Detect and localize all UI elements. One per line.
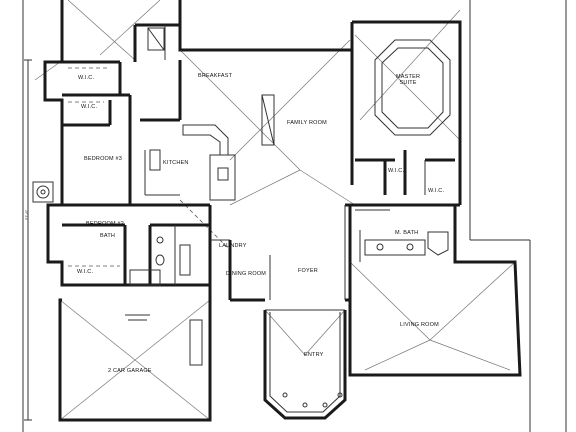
master-tray-ceiling [374,39,451,136]
closet-shelves [68,67,120,267]
shower [147,27,165,51]
label-living-room: LIVING ROOM [400,322,439,328]
label-master-suite: MASTER SUITE [396,74,421,86]
label-m-bath: M. BATH [395,230,419,236]
ac-unit [32,181,54,203]
label-bedroom-3: BEDROOM #3 [84,156,123,162]
label-wic-5: W.I.C. [77,269,94,275]
bath-fixtures [129,236,191,286]
label-dining-room: DINING ROOM [226,271,267,277]
label-garage: 2 CAR GARAGE [108,368,152,374]
kitchen-island [144,124,236,201]
label-foyer: FOYER [298,268,318,274]
label-laundry: LAUNDRY [219,243,247,249]
label-family-room: FAMILY ROOM [287,120,327,126]
label-entry: ENTRY [304,352,324,358]
label-kitchen: KITCHEN [163,160,189,166]
garage-details [125,314,203,366]
label-wic-4: W.I.C. [428,188,445,194]
label-wic-3: W.I.C. [388,168,405,174]
exterior-walls [43,0,522,422]
entry-bay [263,309,347,420]
master-bath-tub [364,231,449,256]
label-wic-2: W.I.C. [81,104,98,110]
label-bath: BATH [100,233,116,239]
dimension-left: 57'-6" [24,209,29,220]
label-breakfast: BREAKFAST [198,73,233,79]
fireplace [261,94,275,146]
label-wic-1: W.I.C. [78,75,95,81]
interior-walls [62,23,455,302]
label-bedroom-2: BEDROOM #2 [86,221,125,227]
